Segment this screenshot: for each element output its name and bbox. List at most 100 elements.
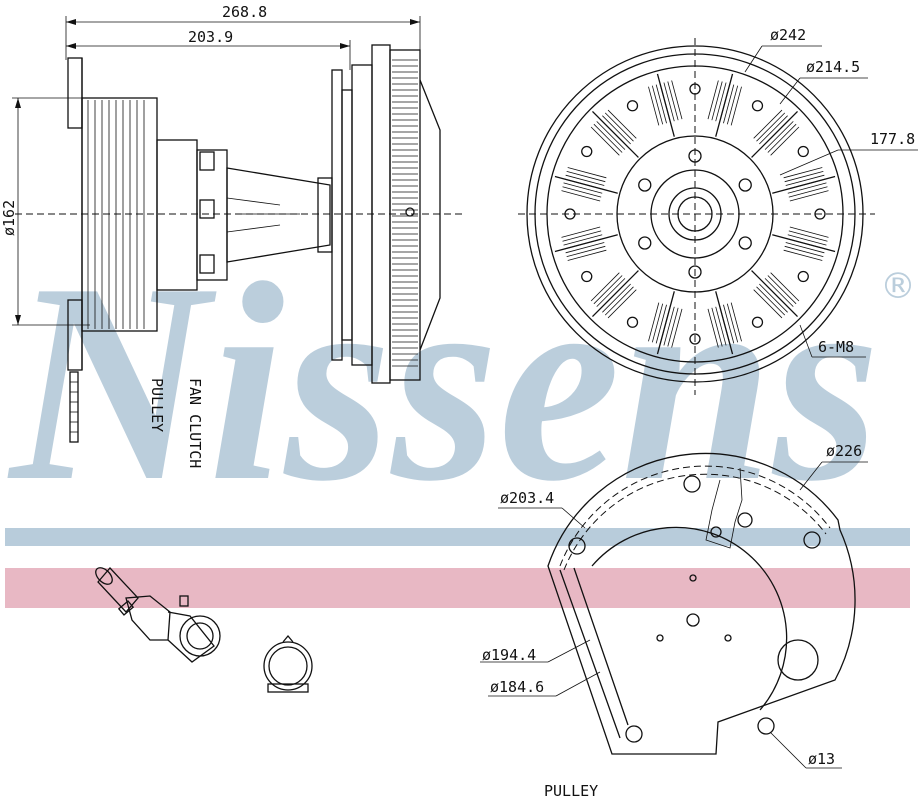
fin-line xyxy=(590,272,620,302)
rim-hole xyxy=(581,270,593,283)
dim-pulley-groove: ø194.4 xyxy=(482,646,536,664)
dim-pulley-inner: ø184.6 xyxy=(490,678,544,696)
fin-line xyxy=(719,305,731,345)
fin-line xyxy=(784,245,824,258)
fin-line xyxy=(783,167,823,179)
fin-line xyxy=(730,86,742,126)
label-fan-clutch: FAN CLUTCH xyxy=(186,378,204,468)
pulley-grooves xyxy=(87,100,145,329)
fin-line xyxy=(787,234,827,246)
fin-line xyxy=(756,286,786,316)
fin-line xyxy=(596,278,626,307)
fin-line xyxy=(607,289,637,319)
fin-line xyxy=(759,283,788,313)
fin-line xyxy=(715,82,727,122)
fin-line xyxy=(564,178,604,190)
fin-line xyxy=(648,86,660,126)
fin-line xyxy=(561,226,601,238)
fin-line xyxy=(651,85,664,125)
fin-line xyxy=(730,302,742,342)
connector-icon xyxy=(95,567,221,663)
fin-line xyxy=(715,306,727,346)
dim-pulley-outer: ø226 xyxy=(826,442,862,460)
ring-clip-icon xyxy=(263,634,313,693)
fin-line xyxy=(707,308,719,348)
fin-line xyxy=(663,306,675,346)
rim-hole xyxy=(814,208,826,220)
hub-bolt-hole xyxy=(688,149,702,163)
fin-line xyxy=(764,278,794,307)
fin-line xyxy=(761,118,791,148)
fin-line xyxy=(566,170,606,183)
rim-hole xyxy=(797,270,809,283)
rim-hole xyxy=(751,100,764,112)
label-pulley-view: PULLEY xyxy=(544,782,598,800)
fin-line xyxy=(753,109,783,139)
fin-line xyxy=(565,242,605,254)
fin-line xyxy=(756,112,786,142)
fin-line xyxy=(564,238,604,250)
dim-front-pitch: ø214.5 xyxy=(806,58,860,76)
fin-line xyxy=(753,289,783,319)
dim-front-outer: ø242 xyxy=(770,26,806,44)
fin-line xyxy=(593,123,623,153)
rim-hole xyxy=(626,316,639,328)
fin-line xyxy=(711,307,723,347)
label-pulley: PULLEY xyxy=(148,378,166,432)
pulley-outer-contour xyxy=(547,452,856,755)
rim-hole xyxy=(797,145,809,158)
front-holes xyxy=(638,149,752,279)
fin-line xyxy=(671,308,683,348)
fin-line xyxy=(789,226,829,238)
hub-bolt-hole xyxy=(638,178,652,192)
fin-line xyxy=(764,121,794,150)
dim-overall-length: 268.8 xyxy=(222,3,267,21)
dim-front-holes: 6-M8 xyxy=(818,338,854,356)
fin-line xyxy=(566,245,606,258)
fin-line xyxy=(719,83,731,123)
fin-line xyxy=(659,305,671,345)
fin-line xyxy=(726,85,739,125)
fin-line xyxy=(787,182,827,194)
fin-line xyxy=(786,178,826,190)
fin-line xyxy=(593,275,623,305)
rim-hole xyxy=(564,208,576,220)
fin-line xyxy=(784,170,824,183)
fin-line xyxy=(711,81,723,121)
hub-bolt-hole xyxy=(688,265,702,279)
fin-line xyxy=(767,123,797,153)
fin-line xyxy=(655,304,667,344)
fin-line xyxy=(561,190,601,202)
fin-line xyxy=(726,303,739,343)
fin-line xyxy=(671,80,683,120)
fin-line xyxy=(786,238,826,250)
fin-line xyxy=(788,186,828,198)
fin-line xyxy=(604,286,634,316)
fin-line xyxy=(599,280,629,310)
fin-line xyxy=(667,81,679,121)
fin-line xyxy=(562,186,602,198)
fin-line xyxy=(723,84,735,124)
fin-line xyxy=(565,174,605,186)
fin-line xyxy=(604,112,634,142)
fin-line xyxy=(602,283,631,313)
fin-line xyxy=(783,249,823,261)
blue-stripe xyxy=(5,528,910,546)
fin-line xyxy=(723,304,735,344)
fin-line xyxy=(759,115,788,145)
fin-line xyxy=(770,126,800,156)
fin-line xyxy=(761,280,791,310)
fin-line xyxy=(785,242,825,254)
rim-hole xyxy=(689,333,701,345)
fin-line xyxy=(767,275,797,305)
fin-line xyxy=(602,115,631,145)
fin-line xyxy=(567,249,607,261)
fin-line xyxy=(788,230,828,242)
dim-front-bolt: 177.8 xyxy=(870,130,915,148)
fin-line xyxy=(655,84,667,124)
dim-to-flange: 203.9 xyxy=(188,28,233,46)
fin-line xyxy=(563,234,603,246)
fin-line xyxy=(596,121,626,150)
fin-line xyxy=(562,230,602,242)
